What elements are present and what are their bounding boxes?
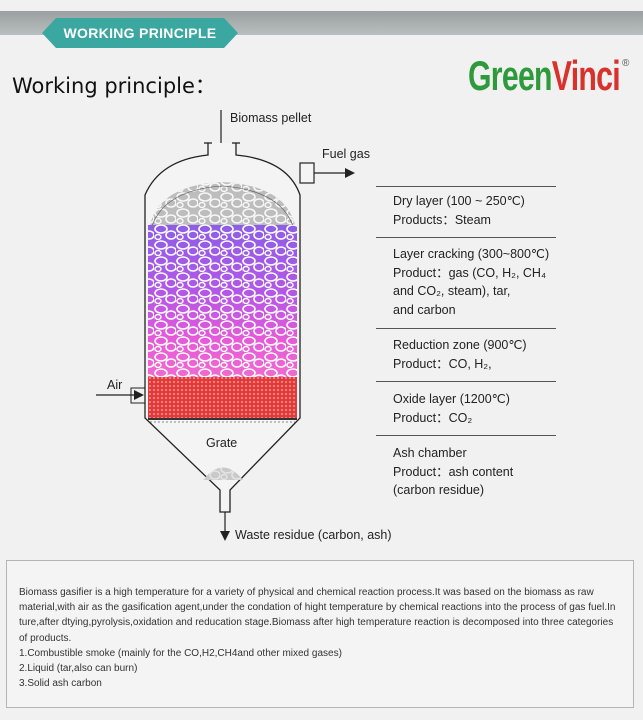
layer-reduction-product: Product：CO, H₂,: [393, 356, 492, 371]
oxide-layer: [148, 377, 297, 419]
layer-divider: [376, 186, 556, 187]
product-item: 3.Solid ash carbon: [19, 678, 102, 690]
layer-dry: Dry layer (100 ~ 250℃) Products：Steam: [393, 192, 593, 229]
logo-red-text: Vinci: [551, 52, 621, 99]
label-inlet: Biomass pellet: [230, 111, 312, 125]
description-paragraph: Biomass gasifier is a high temperature f…: [19, 587, 616, 644]
layer-dry-title: Dry layer (100 ~ 250℃): [393, 194, 525, 208]
layer-divider: [376, 237, 556, 238]
label-air: Air: [107, 378, 123, 392]
layer-reduction: Reduction zone (900℃) Product：CO, H₂,: [393, 336, 593, 373]
layer-cracking-product-3: and carbon: [393, 302, 456, 317]
description-box: Biomass gasifier is a high temperature f…: [6, 560, 634, 708]
banner-title: WORKING PRINCIPLE: [63, 25, 217, 41]
product-item: 2.Liquid (tar,also can burn): [19, 663, 138, 675]
label-waste: Waste residue (carbon, ash): [235, 528, 392, 542]
layer-dry-product: Products：Steam: [393, 212, 491, 227]
layer-divider: [376, 381, 556, 382]
brand-logo: GreenVinci: [468, 52, 621, 100]
layer-ash: Ash chamber Product：ash content (carbon …: [393, 444, 593, 500]
layer-ash-product: Product：ash content: [393, 464, 514, 479]
page-title: Working principle：: [12, 74, 216, 98]
fuel-gas-arrowhead: [345, 168, 355, 178]
section-banner: WORKING PRINCIPLE: [42, 18, 238, 48]
banner-shape: [42, 18, 238, 48]
layer-reduction-title: Reduction zone (900℃): [393, 338, 527, 352]
layer-divider: [376, 328, 556, 329]
layer-cracking: Layer cracking (300~800℃) Product：gas (C…: [393, 245, 593, 319]
product-item: 1.Combustible smoke (mainly for the CO,H…: [19, 647, 342, 659]
label-grate: Grate: [206, 436, 238, 450]
label-outlet: Fuel gas: [322, 147, 370, 161]
layer-cracking-product-2: and CO₂, steam), tar,: [393, 284, 511, 298]
layer-oxide-title: Oxide layer (1200℃): [393, 392, 510, 406]
layer-cracking-title: Layer cracking (300~800℃): [393, 247, 550, 261]
logo-green-text: Green: [468, 52, 553, 99]
layer-oxide: Oxide layer (1200℃) Product：CO₂: [393, 390, 593, 427]
fuel-gas-pipe: [299, 162, 315, 184]
layer-ash-product-2: (carbon residue): [393, 483, 485, 497]
layer-ash-title: Ash chamber: [393, 446, 467, 460]
layer-oxide-product: Product：CO₂: [393, 410, 473, 425]
layer-cracking-product: Product：gas (CO, H₂, CH₄: [393, 265, 547, 280]
registered-mark: ®: [622, 58, 630, 69]
gasifier-diagram: [96, 110, 355, 541]
layer-divider: [376, 435, 556, 436]
